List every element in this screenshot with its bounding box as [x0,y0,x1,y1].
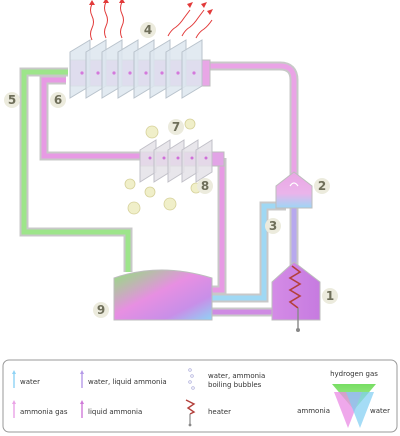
legend-item-water: water [12,370,40,388]
svg-text:ammonia: ammonia [297,407,330,415]
legend-item-liquid-ammonia: liquid ammonia [80,400,142,418]
number-badges: 4 5 6 7 8 2 3 1 [4,22,338,318]
heater-plug [296,328,300,332]
svg-text:1: 1 [326,289,334,303]
badge-2: 2 [314,178,330,194]
svg-text:9: 9 [97,303,105,317]
boiler [271,261,321,332]
svg-text:water: water [370,407,390,415]
evaporator [124,118,225,215]
svg-text:7: 7 [172,120,180,134]
heater-coil [288,265,302,309]
svg-text:4: 4 [144,23,152,37]
svg-text:8: 8 [201,179,209,193]
legend-item-boiling-bubbles: water, ammonia boiling bubbles [188,368,265,390]
legend-item-heater: heater [185,399,231,427]
heat-dissipation-arrows [90,1,213,41]
svg-text:hydrogen gas: hydrogen gas [330,370,378,378]
svg-text:liquid ammonia: liquid ammonia [88,408,142,416]
absorber [113,269,213,321]
condenser-dots [80,71,196,75]
svg-text:water: water [20,378,40,386]
badge-7: 7 [168,119,184,135]
legend-frame [2,359,398,433]
badge-1: 1 [322,288,338,304]
badge-6: 6 [50,92,66,108]
legend: water water, liquid ammonia water, ammon… [2,359,398,433]
evaporator-coil-rings [148,156,208,160]
frost-crystals [124,118,202,215]
badge-4: 4 [140,22,156,38]
water-color-swatch [346,392,374,428]
badge-9: 9 [93,302,109,318]
legend-color-key: hydrogen gas ammonia water [297,370,390,428]
svg-text:water, ammonia: water, ammonia [208,372,265,380]
svg-text:3: 3 [269,219,277,233]
svg-text:water, liquid ammonia: water, liquid ammonia [88,378,167,386]
svg-text:boiling bubbles: boiling bubbles [208,381,262,389]
badge-8: 8 [197,178,213,194]
badge-5: 5 [4,92,20,108]
svg-text:heater: heater [208,408,231,416]
pipe-network [19,61,299,317]
svg-text:6: 6 [54,93,62,107]
legend-item-ammonia-gas: ammonia gas [12,400,68,418]
badge-3: 3 [265,218,281,234]
evaporator-fins [139,139,213,183]
separator [275,171,313,209]
heat-arrow-heads [89,0,213,15]
condenser [69,0,213,99]
legend-item-water-liquid-ammonia: water, liquid ammonia [80,370,167,388]
svg-text:5: 5 [8,93,16,107]
svg-text:ammonia gas: ammonia gas [20,408,68,416]
svg-text:2: 2 [318,179,326,193]
condenser-fins [69,39,203,99]
